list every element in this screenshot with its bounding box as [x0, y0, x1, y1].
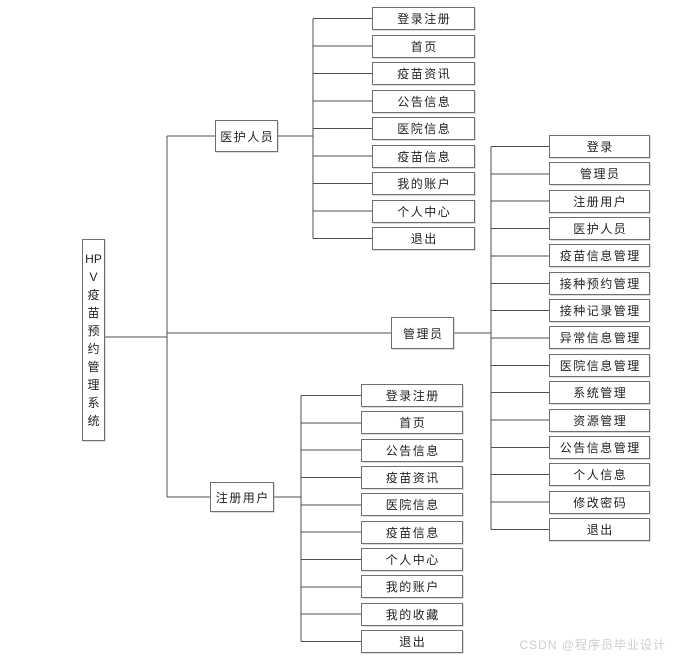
leaf-node: 医护人员	[549, 217, 650, 240]
leaf-node: 管理员	[549, 162, 650, 185]
branch-node: 注册用户	[210, 482, 274, 512]
leaf-node: 退出	[549, 518, 650, 541]
leaf-node: 退出	[372, 227, 475, 250]
leaf-node: 医院信息	[361, 493, 463, 516]
leaf-node: 医院信息管理	[549, 354, 650, 377]
leaf-node: 接种预约管理	[549, 272, 650, 295]
leaf-node: 首页	[361, 411, 463, 434]
leaf-node: 我的收藏	[361, 603, 463, 626]
root-title-line: 管	[87, 360, 100, 374]
leaf-node: 接种记录管理	[549, 299, 650, 322]
leaf-node: 公告信息	[361, 439, 463, 462]
root-title-line: 疫	[87, 288, 100, 302]
root-title-line: 约	[87, 342, 100, 356]
leaf-node: 登录注册	[361, 384, 463, 407]
leaf-node: 疫苗信息	[361, 521, 463, 544]
leaf-node: 公告信息	[372, 90, 475, 113]
leaf-node: 登录	[549, 135, 650, 158]
leaf-node: 个人中心	[372, 200, 475, 223]
leaf-node: 个人中心	[361, 548, 463, 571]
root-title-line: HP	[85, 252, 102, 266]
root-title-line: 系	[87, 396, 100, 410]
leaf-node: 疫苗信息管理	[549, 244, 650, 267]
leaf-node: 个人信息	[549, 463, 650, 486]
branch-node: 医护人员	[215, 120, 278, 152]
leaf-node: 资源管理	[549, 409, 650, 432]
leaf-node: 修改密码	[549, 491, 650, 514]
leaf-node: 医院信息	[372, 117, 475, 140]
leaf-node: 疫苗资讯	[372, 62, 475, 85]
leaf-node: 系统管理	[549, 381, 650, 404]
leaf-node: 首页	[372, 35, 475, 58]
leaf-node: 异常信息管理	[549, 326, 650, 349]
leaf-node: 我的账户	[372, 172, 475, 195]
leaf-node: 我的账户	[361, 575, 463, 598]
root-title-line: 预	[87, 324, 100, 338]
root-title-line: 苗	[87, 306, 100, 320]
leaf-node: 退出	[361, 630, 463, 653]
leaf-node: 疫苗资讯	[361, 466, 463, 489]
leaf-node: 登录注册	[372, 7, 475, 30]
leaf-node: 疫苗信息	[372, 145, 475, 168]
leaf-node: 公告信息管理	[549, 436, 650, 459]
root-title-line: 统	[87, 414, 100, 428]
root-title-line: 理	[87, 378, 100, 392]
watermark: CSDN @程序员毕业设计	[519, 638, 666, 652]
root-title-line: V	[89, 270, 98, 284]
branch-node: 管理员	[391, 317, 454, 349]
leaf-node: 注册用户	[549, 190, 650, 213]
